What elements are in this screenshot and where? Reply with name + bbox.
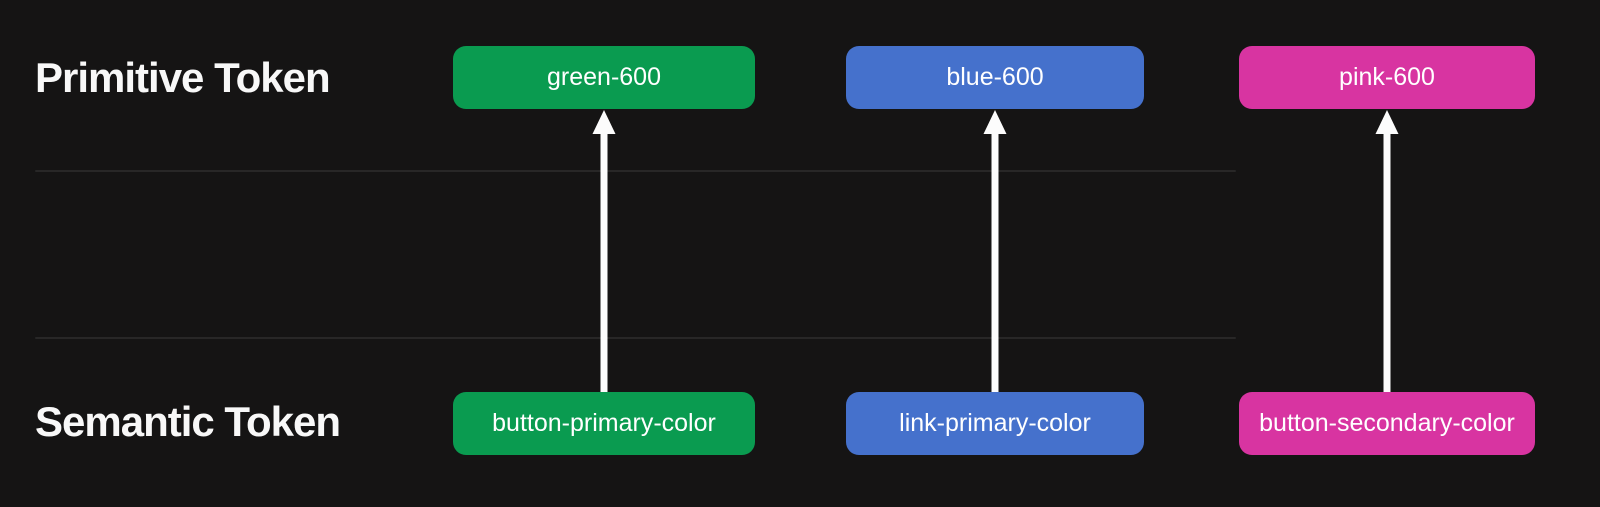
arrow-up-icon-svg (983, 110, 1007, 392)
primitive-token-pill-green-label: green-600 (547, 63, 661, 91)
semantic-token-pill-button-secondary: button-secondary-color (1239, 392, 1535, 455)
semantic-token-pill-button-primary-label: button-primary-color (492, 409, 716, 437)
arrow-up-icon (590, 110, 618, 392)
semantic-token-row-label: Semantic Token (35, 398, 341, 445)
primitive-token-row-label: Primitive Token (35, 54, 331, 101)
arrow-up-icon (1373, 110, 1401, 392)
primitive-token-pill-pink-label: pink-600 (1339, 63, 1435, 91)
arrow-up-icon-svg (592, 110, 616, 392)
divider-line-bottom (35, 337, 1236, 339)
divider-line-top (35, 170, 1236, 172)
semantic-token-pill-link-primary: link-primary-color (846, 392, 1144, 455)
semantic-token-pill-button-secondary-label: button-secondary-color (1259, 409, 1515, 437)
semantic-token-pill-button-primary: button-primary-color (453, 392, 755, 455)
primitive-token-pill-pink: pink-600 (1239, 46, 1535, 109)
primitive-token-pill-green: green-600 (453, 46, 755, 109)
arrow-up-icon (981, 110, 1009, 392)
primitive-token-pill-blue-label: blue-600 (946, 63, 1044, 91)
primitive-token-pill-blue: blue-600 (846, 46, 1144, 109)
semantic-token-pill-link-primary-label: link-primary-color (899, 409, 1091, 437)
arrow-up-icon-svg (1375, 110, 1399, 392)
